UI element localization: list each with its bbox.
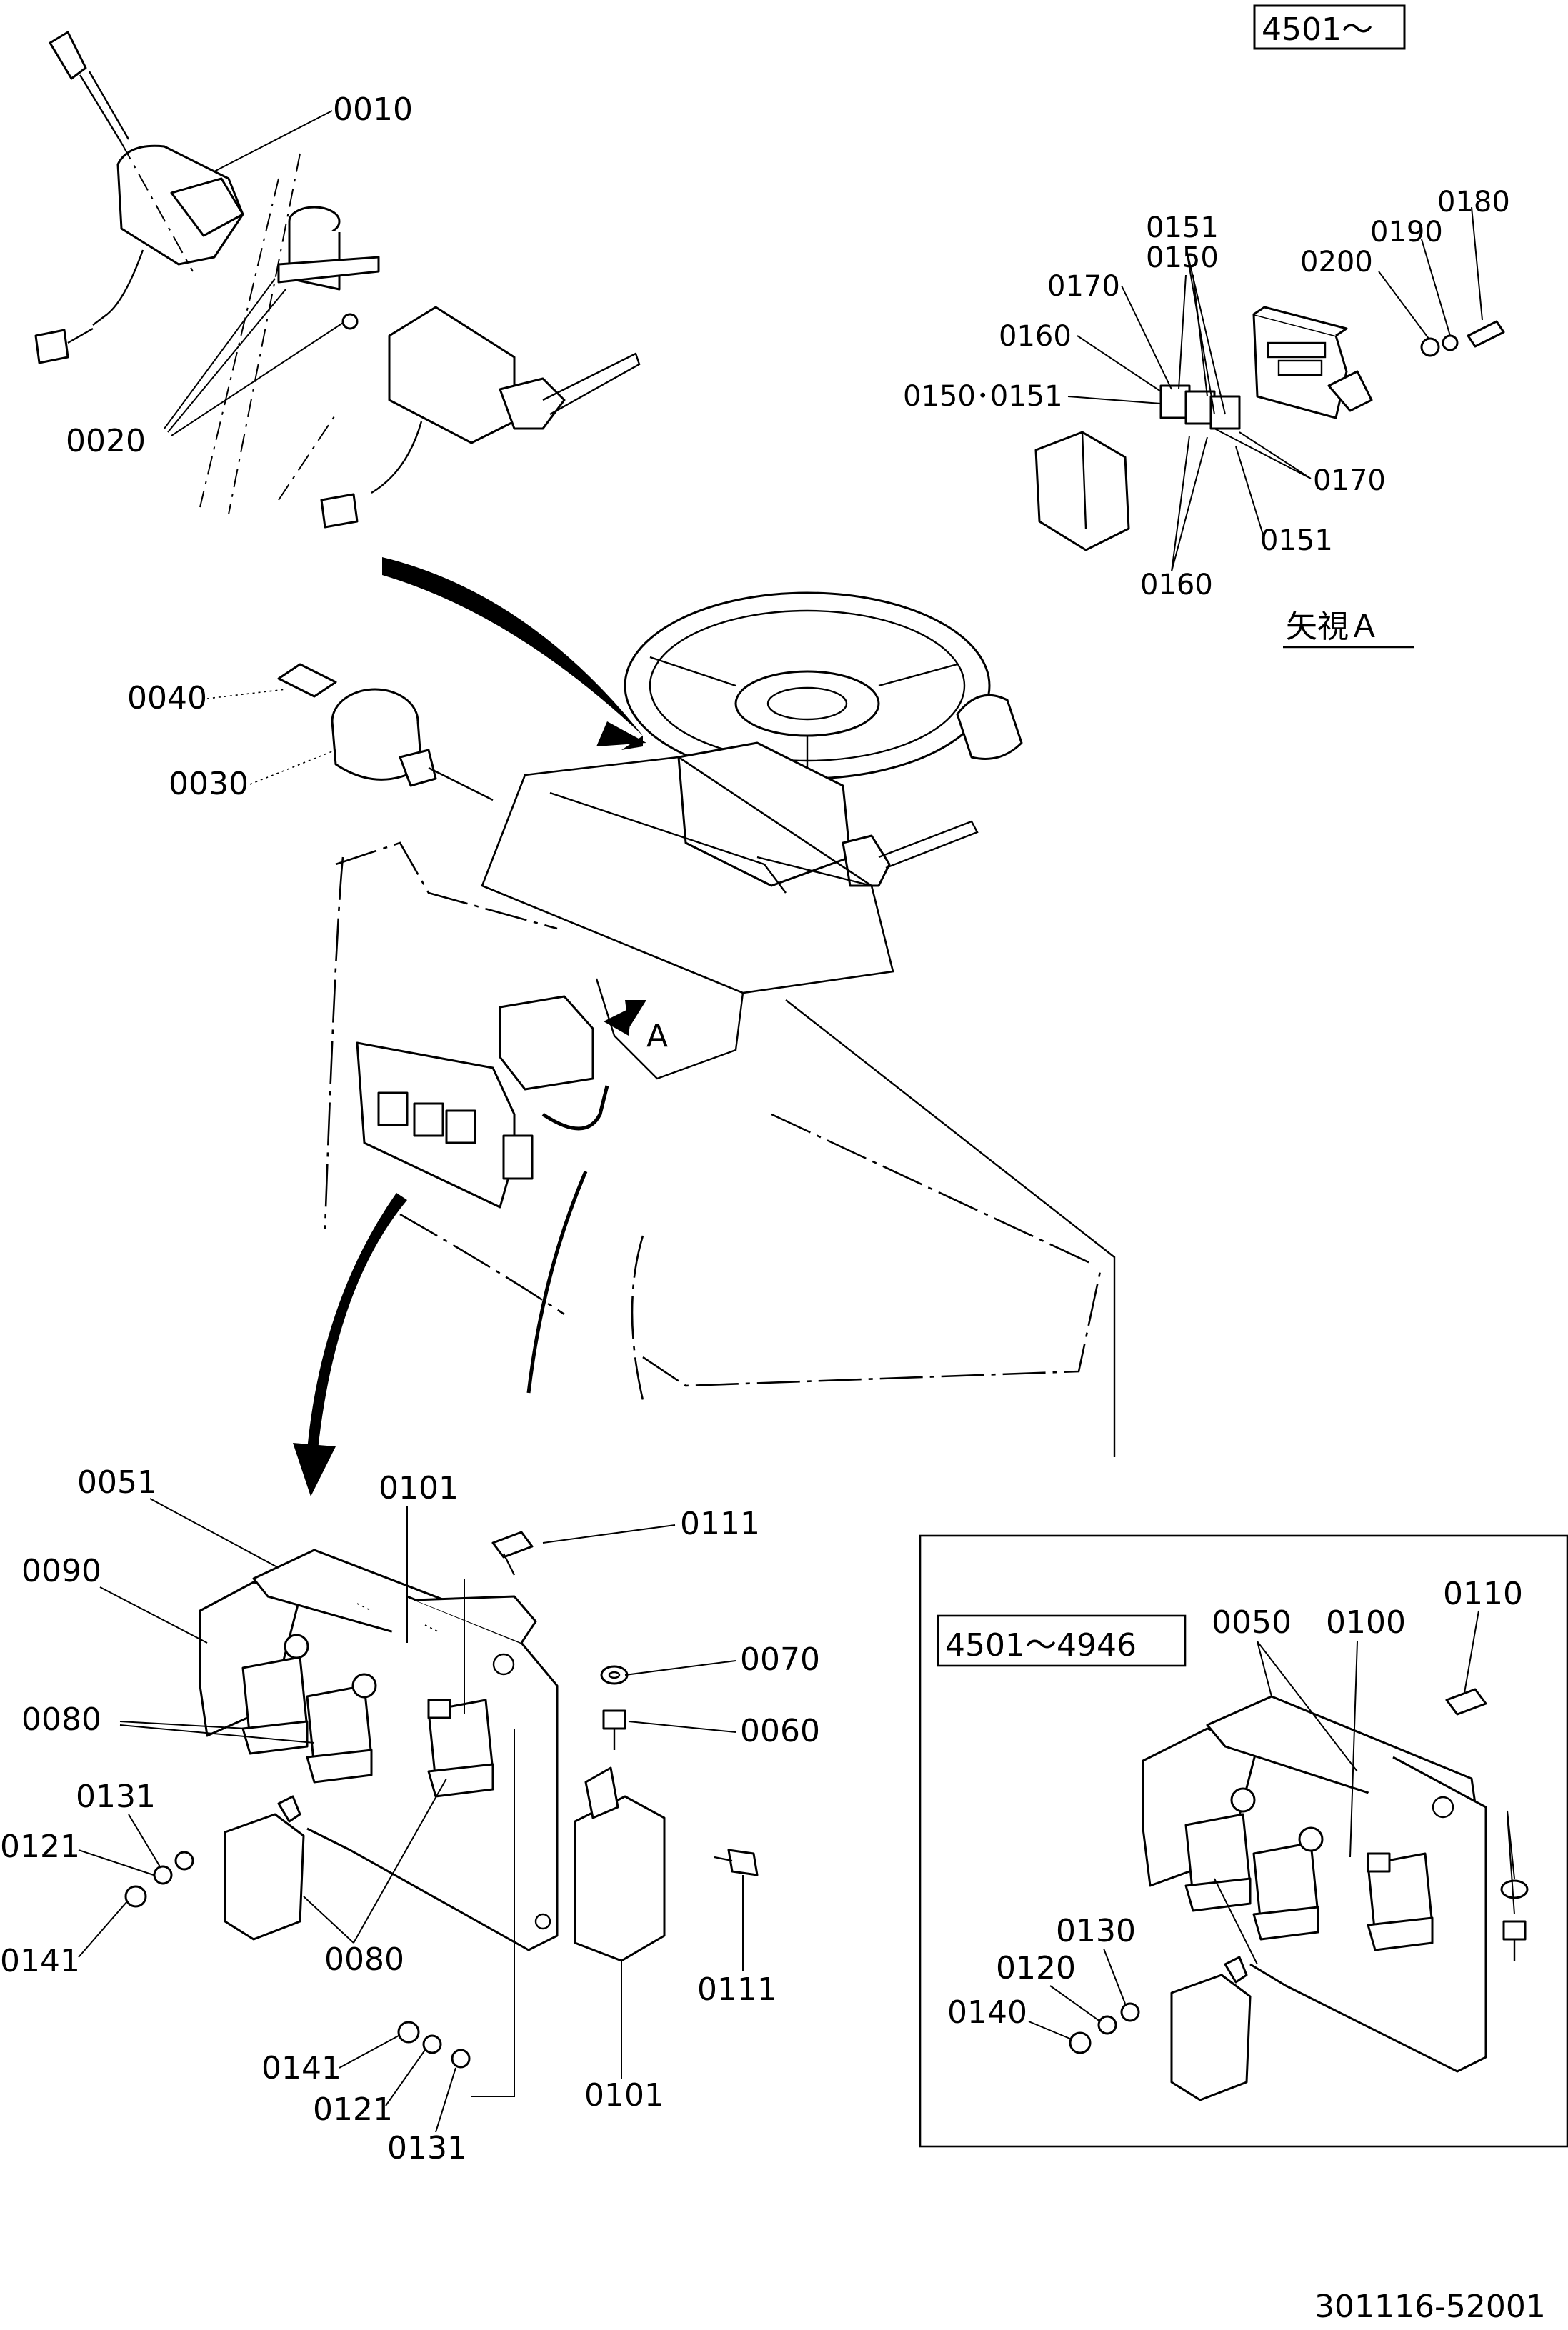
label-0111-bottom: 0111	[697, 1971, 777, 2008]
label-0010: 0010	[333, 91, 413, 128]
label-0200: 0200	[1300, 246, 1373, 279]
label-0170-top: 0170	[1047, 270, 1120, 303]
label-0150-0151: 0150･0151	[903, 380, 1063, 413]
label-0141-left: 0141	[0, 1943, 80, 1979]
inset-range-box	[937, 1614, 1187, 1667]
arrow-head-2	[293, 1443, 336, 1496]
view-a-leaders	[1067, 206, 1483, 572]
label-0141-bottom: 0141	[261, 2050, 341, 2086]
label-0130: 0130	[1056, 1913, 1136, 1949]
inset-leaders	[1028, 1610, 1515, 2040]
label-0150-top: 0150	[1146, 241, 1219, 274]
label-0160-top: 0160	[999, 320, 1072, 353]
dash-relay-illustration	[356, 995, 609, 1394]
label-0121-bottom: 0121	[313, 2091, 393, 2128]
leader-0030	[249, 749, 336, 785]
arrow-to-steering	[382, 557, 643, 750]
label-0051: 0051	[77, 1464, 157, 1501]
relay-detail-leaders	[78, 1498, 744, 2133]
label-0101-bottom: 0101	[584, 2077, 664, 2114]
range-label-box: 4501〜	[1253, 4, 1406, 50]
label-0180: 0180	[1437, 186, 1510, 219]
turn-signal-switch-illustration	[34, 31, 244, 364]
label-0121-left: 0121	[0, 1829, 80, 1865]
label-0080-left: 0080	[21, 1701, 101, 1738]
view-a-fuse-box-illustration	[1034, 306, 1505, 551]
light-switch-illustration	[320, 306, 641, 529]
label-0101-top: 0101	[379, 1470, 459, 1506]
dashboard-illustration	[324, 756, 1116, 1457]
label-0160-bottom: 0160	[1140, 569, 1213, 601]
label-0060: 0060	[740, 1713, 820, 1749]
view-arrow	[604, 1007, 632, 1036]
label-0070: 0070	[740, 1641, 820, 1678]
label-0080-bottom: 0080	[324, 1941, 404, 1978]
inset-range-label: 4501〜4946	[945, 1627, 1137, 1664]
relay-0080-left	[241, 1634, 309, 1755]
label-0190: 0190	[1370, 216, 1443, 249]
label-0040: 0040	[127, 680, 207, 716]
steering-wheel-illustration	[624, 591, 1023, 887]
relay-0101-illustration	[574, 1766, 666, 1962]
label-0120: 0120	[996, 1950, 1076, 1986]
label-0131-bottom: 0131	[387, 2130, 467, 2166]
label-0111-top: 0111	[680, 1506, 760, 1542]
inset-frame	[919, 1534, 1568, 2148]
label-0030: 0030	[169, 766, 249, 802]
column-clamp-illustration	[277, 206, 380, 330]
column-centerline	[121, 142, 336, 501]
label-0151-top: 0151	[1146, 211, 1219, 244]
leader-0040	[206, 689, 286, 699]
column-centerline-3	[199, 178, 279, 508]
relay-0080-mid	[306, 1673, 377, 1784]
label-0151-bottom: 0151	[1260, 524, 1333, 557]
arrow-to-relay	[307, 1193, 407, 1450]
leader-0020	[164, 278, 344, 436]
label-0131-left: 0131	[76, 1779, 156, 1815]
relay-0080-right	[427, 1699, 494, 1798]
inset-relay-bracket-illustration	[1069, 1688, 1529, 2101]
label-0050: 0050	[1212, 1604, 1292, 1641]
label-0140: 0140	[947, 1994, 1027, 2031]
bolts-and-washers	[124, 1531, 759, 2069]
relay-0080-bottom	[224, 1795, 305, 1941]
label-0170-right: 0170	[1313, 464, 1386, 497]
column-centerline-2	[228, 153, 301, 515]
label-0100: 0100	[1326, 1604, 1406, 1641]
view-a-label: 矢視Ａ	[1286, 609, 1380, 645]
view-arrow-label: A	[646, 1018, 668, 1054]
label-0020: 0020	[66, 423, 146, 459]
arrow-head-1	[596, 721, 646, 746]
drawing-number: 301116-52001	[1314, 2289, 1546, 2325]
label-0090: 0090	[21, 1553, 101, 1589]
range-label: 4501〜	[1262, 11, 1373, 48]
leader-0010	[214, 110, 333, 172]
key-switch-illustration	[277, 663, 494, 801]
label-0110: 0110	[1443, 1576, 1523, 1612]
